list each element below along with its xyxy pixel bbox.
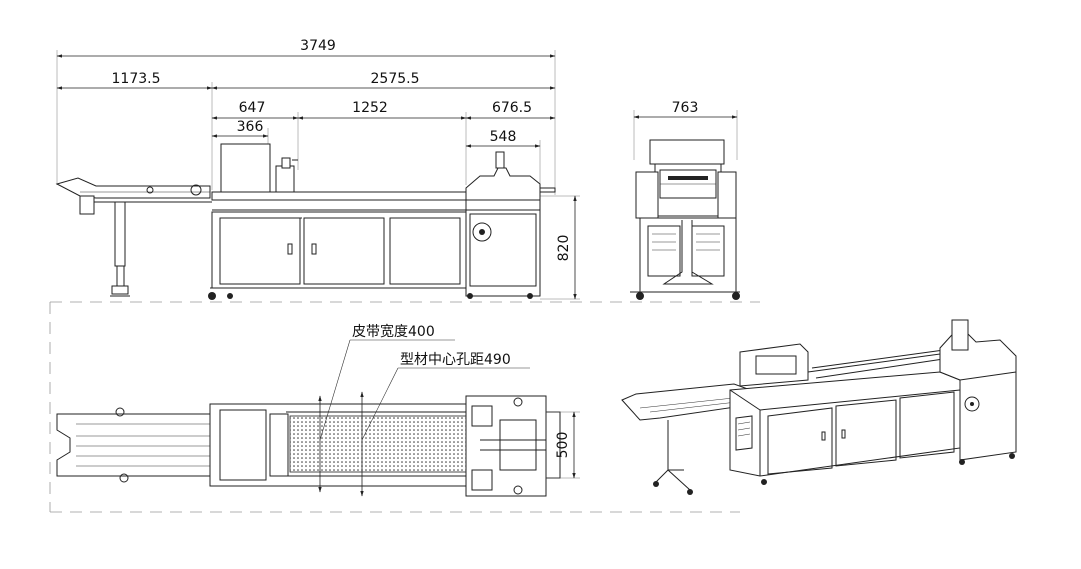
dim-top-width: 500 xyxy=(555,432,571,459)
dim-left-part: 647 xyxy=(239,100,266,116)
dim-feed-section: 1173.5 xyxy=(112,71,161,87)
isometric-view xyxy=(621,319,1017,495)
dim-left-inner: 366 xyxy=(237,119,264,135)
dim-middle-part: 1252 xyxy=(352,100,388,116)
dim-right-part: 676.5 xyxy=(492,100,532,116)
side-view: 763 xyxy=(630,100,740,300)
label-belt-width: 皮带宽度400 xyxy=(352,323,435,340)
label-hole-spacing: 型材中心孔距490 xyxy=(400,352,511,368)
dim-main-section: 2575.5 xyxy=(371,71,420,87)
dim-right-inner: 548 xyxy=(490,129,517,145)
dim-overall-length: 3749 xyxy=(300,38,336,54)
front-view: 3749 1173.5 2575.5 647 1252 676.5 366 54… xyxy=(55,38,580,300)
dim-height: 820 xyxy=(556,235,572,262)
top-view: 500 皮带宽度400 型材中心孔距490 xyxy=(56,323,580,497)
dim-side-width: 763 xyxy=(672,100,699,116)
